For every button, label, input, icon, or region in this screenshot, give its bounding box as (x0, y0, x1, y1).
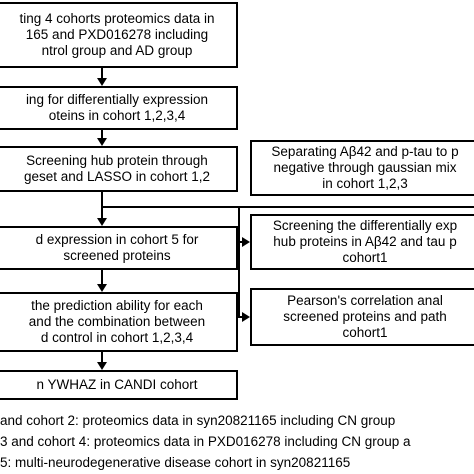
footnote-cohort-5: 5: multi-neurodegenerative disease cohor… (0, 455, 351, 470)
branch-bus-line (238, 206, 240, 318)
step-text: d expression in cohort 5 for screened pr… (36, 232, 199, 264)
step-line: screened proteins (63, 248, 171, 263)
step-line: geset and LASSO in cohort 1,2 (23, 169, 211, 184)
step-box-differential-expression: ing for differentially expression oteins… (0, 86, 238, 130)
connector-line (101, 270, 103, 285)
footnote-cohort-1-2: and cohort 2: proteomics data in syn2082… (0, 413, 396, 428)
arrow-right-icon (242, 312, 250, 322)
step-line: in cohort 1,2,3 (322, 176, 408, 191)
arrow-down-icon (97, 78, 107, 86)
step-box-data-collection: ting 4 cohorts proteomics data in 165 an… (0, 2, 238, 68)
footnote-cohort-3-4: 3 and cohort 4: proteomics data in PXD01… (0, 434, 411, 449)
step-line: cohort1 (342, 325, 388, 340)
step-line: n YWHAZ in CANDI cohort (36, 377, 198, 392)
step-text: ting 4 cohorts proteomics data in 165 an… (19, 11, 214, 59)
step-line: negative through gaussian mix (273, 160, 457, 175)
step-text: Screening hub protein through geset and … (24, 153, 210, 185)
arrow-down-icon (97, 138, 107, 146)
step-line: 165 and PXD016278 including (25, 27, 209, 42)
arrow-right-icon (242, 237, 250, 247)
step-line: screened proteins and path (283, 309, 447, 324)
connector-line (238, 316, 243, 318)
connector-line (238, 241, 243, 243)
connector-line (101, 68, 103, 79)
step-line: Screening hub protein through (26, 153, 208, 168)
branch-horizontal-line (101, 206, 474, 208)
step-line: ting 4 cohorts proteomics data in (19, 11, 215, 26)
arrow-down-icon (97, 218, 107, 226)
step-line: the prediction ability for each (31, 298, 203, 313)
step-line: d control in cohort 1,2,3,4 (40, 330, 194, 345)
arrow-down-icon (97, 284, 107, 292)
step-line: oteins in cohort 1,2,3,4 (48, 108, 186, 123)
step-text: Separating Aβ42 and p-tau to p negative … (271, 144, 458, 192)
step-line: cohort1 (342, 250, 388, 265)
step-box-prediction-ability: the prediction ability for each and the … (0, 292, 238, 352)
step-line: and the combination between (28, 314, 206, 329)
step-box-pearson-correlation: Pearson's correlation anal screened prot… (250, 288, 474, 346)
step-line: ntrol group and AD group (41, 43, 193, 58)
step-line: Screening the differentially exp (272, 218, 458, 233)
step-line: ing for differentially expression (25, 92, 209, 107)
arrow-down-icon (97, 362, 107, 370)
step-box-gaussian-separation: Separating Aβ42 and p-tau to p negative … (250, 140, 474, 196)
step-line: d expression in cohort 5 for (35, 232, 199, 247)
connector-line (101, 192, 103, 219)
step-text: Pearson's correlation anal screened prot… (283, 293, 447, 341)
step-text: the prediction ability for each and the … (29, 298, 205, 346)
step-box-ywhaz-validation: n YWHAZ in CANDI cohort (0, 370, 238, 400)
step-box-hub-protein-screening: Screening hub protein through geset and … (0, 146, 238, 192)
step-text: n YWHAZ in CANDI cohort (36, 377, 197, 393)
connector-line (101, 130, 103, 139)
step-text: Screening the differentially exp hub pro… (273, 218, 457, 266)
connector-line (101, 352, 103, 363)
step-line: hub proteins in Aβ42 and tau p (273, 234, 457, 249)
step-text: ing for differentially expression oteins… (26, 92, 208, 124)
step-box-cohort5-expression: d expression in cohort 5 for screened pr… (0, 226, 238, 270)
step-line: Separating Aβ42 and p-tau to p (271, 144, 459, 159)
step-box-differential-hub-proteins: Screening the differentially exp hub pro… (250, 214, 474, 270)
step-line: Pearson's correlation anal (287, 293, 443, 308)
